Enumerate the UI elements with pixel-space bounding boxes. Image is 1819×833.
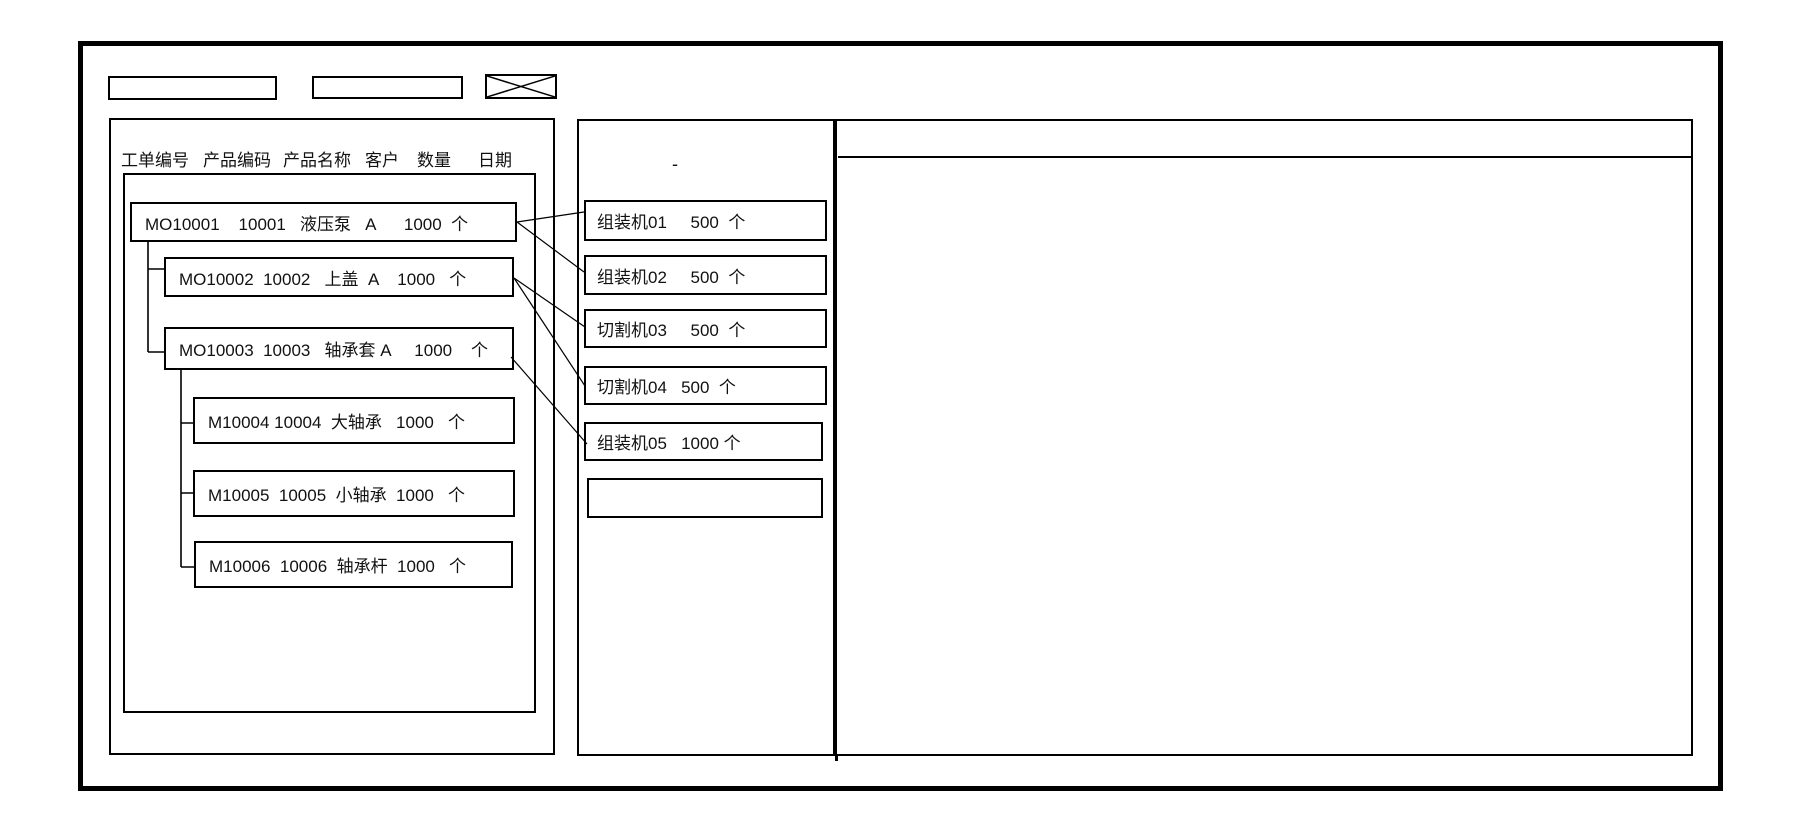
order-node-M10005[interactable]: M10005 10005 小轴承 1000 个	[193, 470, 515, 517]
machine-slot-5[interactable]: 组装机05 1000 个	[584, 422, 823, 461]
order-node-M10006[interactable]: M10006 10006 轴承杆 1000 个	[194, 541, 513, 588]
column-header-date: 日期	[478, 151, 512, 170]
schedule-panel	[835, 119, 1693, 756]
column-header-customer: 客户	[365, 151, 399, 170]
crossed-placeholder-box[interactable]	[485, 74, 557, 99]
machine-slot-text: 组装机01 500 个	[597, 213, 746, 232]
column-header-order-no: 工单编号	[121, 151, 189, 170]
order-node-text: MO10001 10001 液压泵 A 1000 个	[145, 214, 469, 234]
column-header-qty: 数量	[417, 151, 451, 170]
panel-divider-tail	[835, 756, 838, 761]
x-cross-icon	[486, 75, 556, 98]
column-header-product-code: 产品编码	[203, 151, 271, 170]
order-node-text: MO10002 10002 上盖 A 1000 个	[179, 269, 467, 289]
machine-slot-text: 切割机03 500 个	[597, 321, 746, 340]
machine-slot-1[interactable]: 组装机01 500 个	[584, 200, 827, 241]
order-node-text: MO10003 10003 轴承套 A 1000 个	[179, 341, 488, 360]
toolbar-field-2[interactable]	[312, 76, 463, 99]
order-node-MO10002[interactable]: MO10002 10002 上盖 A 1000 个	[164, 257, 514, 297]
stray-dash-mark: -	[672, 154, 678, 174]
machine-slot-2[interactable]: 组装机02 500 个	[584, 255, 827, 295]
order-node-text: M10006 10006 轴承杆 1000 个	[209, 557, 467, 576]
machine-slot-3[interactable]: 切割机03 500 个	[584, 309, 827, 348]
toolbar-field-1[interactable]	[108, 76, 277, 100]
machine-slot-4[interactable]: 切割机04 500 个	[584, 366, 827, 405]
order-node-M10004[interactable]: M10004 10004 大轴承 1000 个	[193, 397, 515, 444]
schedule-header-divider	[838, 156, 1691, 158]
machine-slot-text: 切割机04 500 个	[597, 378, 736, 397]
machine-slot-text: 组装机05 1000 个	[597, 434, 741, 453]
order-node-text: M10005 10005 小轴承 1000 个	[208, 486, 466, 505]
column-header-product-name: 产品名称	[283, 151, 351, 170]
order-node-MO10001[interactable]: MO10001 10001 液压泵 A 1000 个	[130, 202, 517, 242]
machine-slot-text: 组装机02 500 个	[597, 267, 746, 287]
machine-slot-empty[interactable]	[587, 478, 823, 518]
window-frame	[78, 41, 1723, 791]
order-node-MO10003[interactable]: MO10003 10003 轴承套 A 1000 个	[164, 327, 514, 370]
order-node-text: M10004 10004 大轴承 1000 个	[208, 413, 466, 432]
